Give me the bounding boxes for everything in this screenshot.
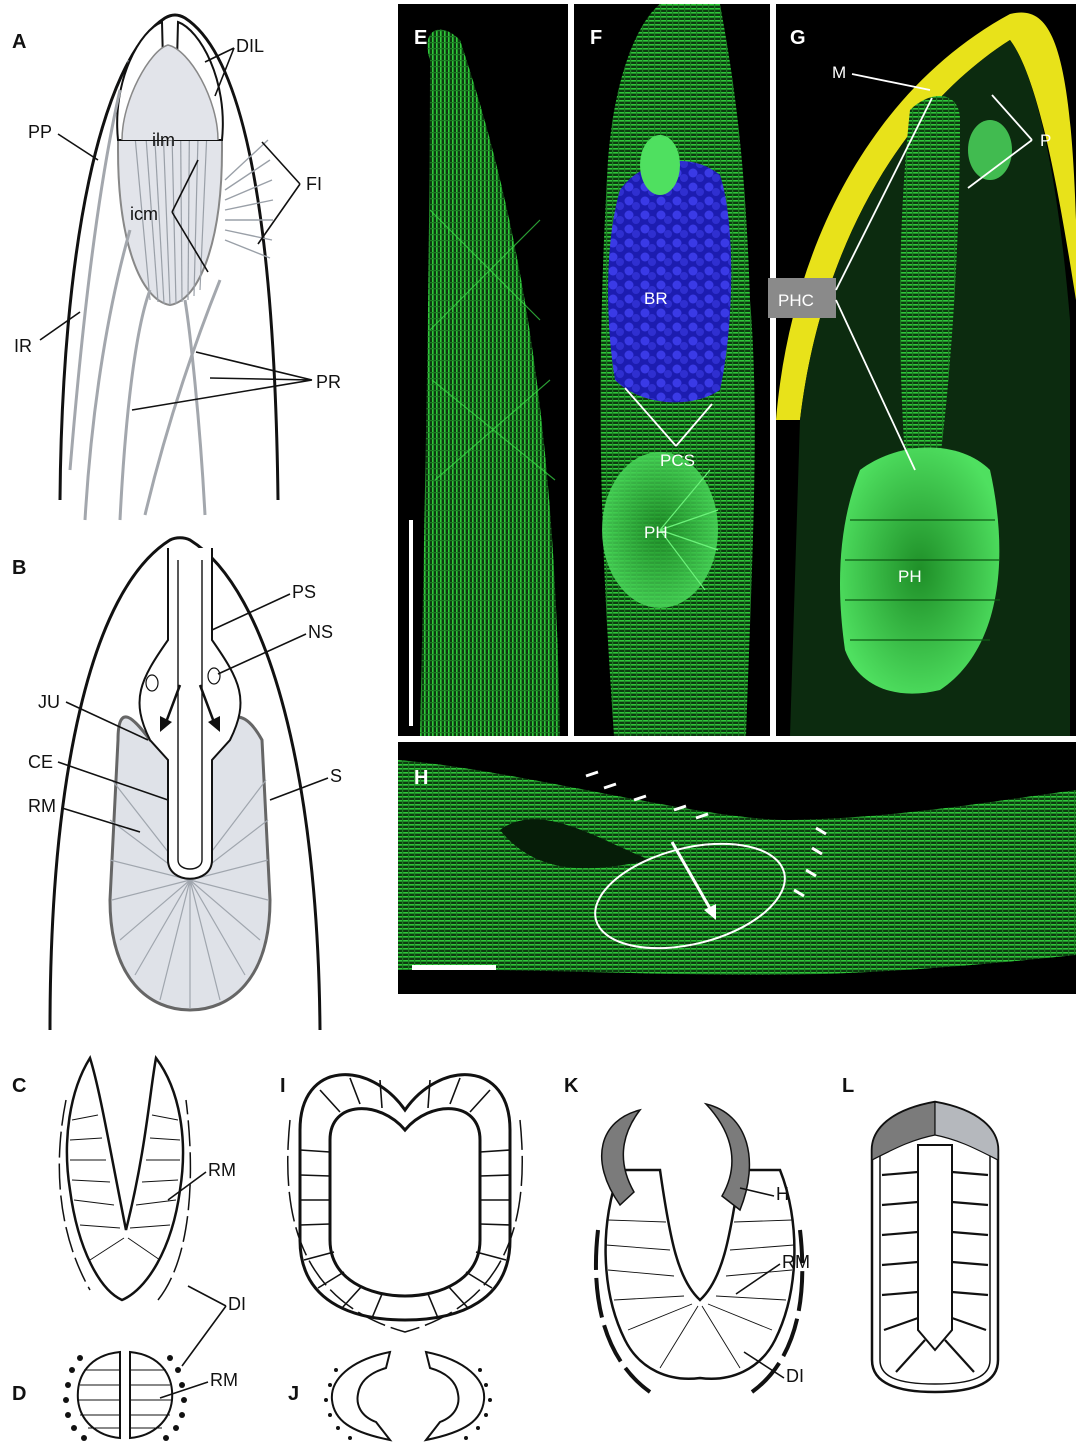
label-br: BR bbox=[644, 289, 668, 308]
label-di-c: DI bbox=[228, 1294, 246, 1314]
panel-label-g: G bbox=[790, 27, 806, 49]
label-dil: DIL bbox=[236, 36, 264, 56]
leader-pp bbox=[58, 134, 98, 160]
panel-label-d: D bbox=[12, 1383, 26, 1405]
label-h: H bbox=[776, 1184, 789, 1204]
label-rm-c: RM bbox=[208, 1160, 236, 1180]
panel-c: C RM DI bbox=[12, 1058, 246, 1366]
panel-label-k: K bbox=[564, 1075, 579, 1097]
panel-label-i: I bbox=[280, 1075, 286, 1097]
inner-l bbox=[918, 1145, 952, 1350]
panel-label-l: L bbox=[842, 1075, 854, 1097]
half-right-d bbox=[130, 1352, 172, 1438]
label-phc: PHC bbox=[778, 291, 814, 310]
leader-ir bbox=[40, 312, 80, 340]
panel-label-b: B bbox=[12, 557, 26, 579]
panel-h: H bbox=[398, 742, 1076, 994]
panel-g: G M P PHC PH bbox=[768, 4, 1076, 736]
leader-pr bbox=[132, 352, 312, 410]
fan-fibers-a bbox=[225, 140, 273, 258]
hook-right-k bbox=[706, 1104, 749, 1210]
label-ilm: ilm bbox=[152, 130, 175, 150]
label-pr: PR bbox=[316, 372, 341, 392]
nerve-ring-right-b bbox=[208, 668, 220, 684]
label-s: S bbox=[330, 766, 342, 786]
muscle-c bbox=[67, 1058, 183, 1300]
label-ph-f: PH bbox=[644, 523, 668, 542]
panel-label-a: A bbox=[12, 31, 26, 53]
panel-label-c: C bbox=[12, 1075, 26, 1097]
scale-bar-h bbox=[412, 965, 496, 970]
panel-b: B PS NS JU CE RM bbox=[12, 538, 342, 1030]
panel-label-e: E bbox=[414, 27, 427, 49]
brain-f bbox=[608, 161, 731, 403]
panel-k: K H RM DI bbox=[564, 1075, 810, 1392]
panel-d: D RM bbox=[12, 1352, 238, 1441]
stomodeum-f bbox=[640, 135, 680, 195]
label-ps: PS bbox=[292, 582, 316, 602]
label-pp: PP bbox=[28, 122, 52, 142]
label-rm-k: RM bbox=[782, 1252, 810, 1272]
label-di-k: DI bbox=[786, 1366, 804, 1386]
label-pcs: PCS bbox=[660, 451, 695, 470]
label-fi: FI bbox=[306, 174, 322, 194]
label-m: M bbox=[832, 63, 846, 82]
half-left-d bbox=[78, 1352, 120, 1438]
panel-label-j: J bbox=[288, 1383, 299, 1405]
panel-a: A DIL PP bbox=[12, 15, 341, 520]
panel-e: E bbox=[398, 4, 568, 736]
panel-label-f: F bbox=[590, 27, 602, 49]
scale-bar-e bbox=[409, 520, 413, 726]
label-ph-g: PH bbox=[898, 567, 922, 586]
label-ce: CE bbox=[28, 752, 53, 772]
label-ir: IR bbox=[14, 336, 32, 356]
inner-i bbox=[330, 1109, 480, 1296]
panel-label-h: H bbox=[414, 767, 428, 789]
leader-fi bbox=[258, 142, 300, 244]
label-rm-b: RM bbox=[28, 796, 56, 816]
half-right-j bbox=[426, 1352, 484, 1440]
panel-f: F BR PCS PH bbox=[574, 4, 770, 736]
label-rm-d: RM bbox=[210, 1370, 238, 1390]
leader-di-c bbox=[182, 1286, 226, 1366]
leader-ps bbox=[212, 594, 290, 630]
label-ju: JU bbox=[38, 692, 60, 712]
half-left-j bbox=[332, 1352, 390, 1440]
nerve-ring-left-b bbox=[146, 675, 158, 691]
label-icm: icm bbox=[130, 204, 158, 224]
label-p: P bbox=[1040, 131, 1051, 150]
panel-l: L bbox=[842, 1075, 998, 1392]
panel-j: J bbox=[288, 1352, 492, 1440]
panel-i: I bbox=[280, 1075, 522, 1332]
label-ns: NS bbox=[308, 622, 333, 642]
